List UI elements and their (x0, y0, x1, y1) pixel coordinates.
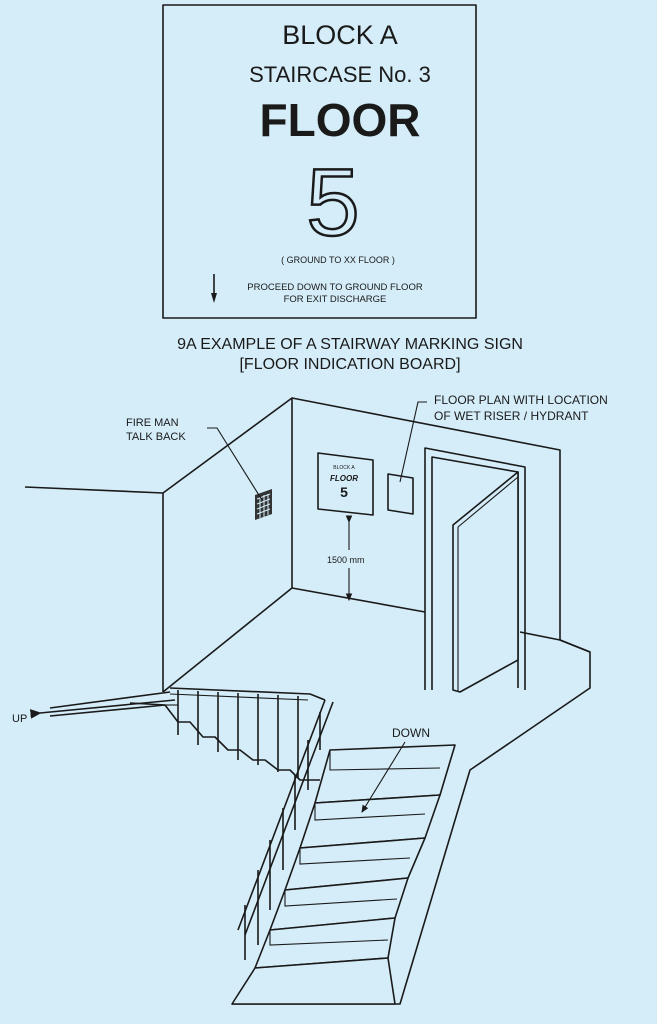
mini-sign-number: 5 (340, 484, 348, 500)
fireman-label-2: TALK BACK (126, 431, 186, 443)
sign-floor: FLOOR (260, 94, 421, 146)
height-dimension: 1500 mm (327, 515, 365, 602)
fireman-leader (207, 427, 263, 501)
caption-line-1: 9A EXAMPLE OF A STAIRWAY MARKING SIGN (177, 336, 523, 353)
lower-stair-flight: DOWN (231, 699, 456, 1005)
floorplan-label-2: OF WET RISER / HYDRANT (434, 409, 589, 423)
upper-stair-flight: UP (12, 687, 326, 781)
mini-sign-block: BLOCK A (333, 465, 355, 471)
talk-back-grille-icon (255, 489, 272, 520)
floor-indication-sign: BLOCK A STAIRCASE No. 3 FLOOR 5 ( GROUND… (162, 4, 477, 319)
floorplan-leader (399, 401, 427, 483)
stair-landing-illustration: FIRE MAN TALK BACK BLOCK A FLOOR 5 FLOOR… (12, 393, 608, 1005)
height-label: 1500 mm (327, 555, 365, 565)
back-wall (291, 397, 561, 640)
up-label: UP (12, 713, 27, 725)
mini-floor-sign: BLOCK A FLOOR 5 (317, 452, 374, 516)
sign-floor-number: 5 (306, 149, 359, 256)
sign-border (162, 4, 477, 319)
fireman-label-1: FIRE MAN (126, 417, 179, 429)
door (424, 447, 526, 693)
caption-line-2: [FLOOR INDICATION BOARD] (239, 356, 460, 373)
floorplan-label-1: FLOOR PLAN WITH LOCATION (434, 393, 608, 407)
down-label: DOWN (392, 726, 430, 740)
sign-block: BLOCK A (282, 20, 398, 50)
floor-plan-box (387, 473, 414, 515)
mini-sign-floor: FLOOR (330, 474, 358, 483)
down-arrow-icon (211, 274, 217, 303)
sign-range: ( GROUND TO XX FLOOR ) (281, 255, 395, 265)
floor-edge (162, 587, 426, 693)
sign-instruction-1: PROCEED DOWN TO GROUND FLOOR (247, 282, 423, 293)
down-arrow (361, 741, 406, 813)
sign-staircase: STAIRCASE No. 3 (249, 62, 431, 87)
sign-instruction-2: FOR EXIT DISCHARGE (284, 294, 387, 305)
